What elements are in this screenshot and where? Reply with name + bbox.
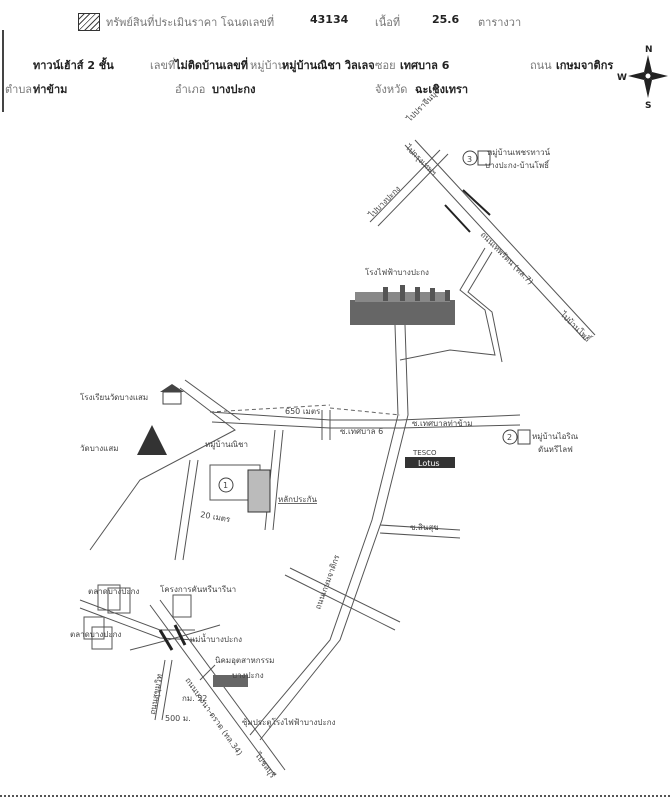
map-label: หมู่บ้านณิชา <box>205 440 248 450</box>
roads <box>79 139 596 776</box>
compass-w: W <box>617 73 627 83</box>
map-label: วัดบางแสม <box>80 444 118 453</box>
road-label: ถนน <box>530 59 552 72</box>
subdistrict-label: ตำบล <box>5 83 33 96</box>
hatched-legend-icon <box>78 13 100 31</box>
map-label: 1 <box>223 481 228 490</box>
province-value: ฉะเชิงเทรา <box>415 83 469 96</box>
map-label: 20 เมตร <box>200 510 232 524</box>
district-value: บางปะกง <box>212 83 256 96</box>
bottom-dotted-border <box>0 795 670 797</box>
map-label: บางปะกง-บ้านโพธิ์ <box>485 159 550 170</box>
map-label: 3 <box>467 155 472 164</box>
industrial-icon <box>213 675 248 687</box>
deed-number: 43134 <box>310 13 349 26</box>
temple-icon <box>137 425 167 455</box>
house-no-label: เลขที่ <box>150 59 176 72</box>
area-unit: ตารางวา <box>478 16 522 29</box>
village-label: หมู่บ้าน <box>250 59 286 72</box>
map-label: ซุ้มประตูโรงไฟฟ้าบางปะกง <box>242 717 336 728</box>
map-label: 500 ม. <box>165 714 191 723</box>
map-label: กม. 52 <box>182 694 207 703</box>
map-label: ถนนสุขุมวิท <box>148 673 164 715</box>
province-label: จังหวัด <box>375 83 408 96</box>
subdistrict-value: ท่าข้าม <box>33 83 68 96</box>
map-label: ไปบางปะกง <box>366 184 402 220</box>
map-label: โครงการคันหรีนารีนา <box>160 584 236 594</box>
map-label: นิคมอุตสาหกรรม <box>215 656 274 665</box>
map-label: ซ.เทศบาลท่าข้าม <box>412 419 473 428</box>
soi-value: เทศบาล 6 <box>400 59 450 72</box>
map-label: หมู่บ้านไอริณ <box>532 432 579 442</box>
subject-plot <box>209 464 271 513</box>
area-label: เนื้อที่ <box>375 16 401 29</box>
map-label: ตลาดบางปะกง <box>70 630 121 639</box>
map-label: แม่น้ำบางปะกง <box>190 633 242 644</box>
map-label: Lotus <box>418 459 440 468</box>
map-label: โรงเรียนวัดบางแสม <box>80 392 148 402</box>
left-border <box>2 30 4 112</box>
map-label: ตลาดบางปะกง <box>88 587 139 596</box>
compass-n: N <box>645 45 653 55</box>
map-label: ไปปราจีนบุรี <box>404 87 442 125</box>
map-label: ซ.สินสุข <box>410 523 439 532</box>
map-label: TESCO <box>412 449 437 457</box>
building-type: ทาวน์เฮ้าส์ 2 ชั้น <box>33 59 114 72</box>
map-label: ดันหรีไลฟ <box>538 445 573 454</box>
soi-label: ซอย <box>375 59 396 72</box>
legend-text: ทรัพย์สินที่ประเมินราคา โฉนดเลขที่ <box>106 16 275 29</box>
district-label: อำเภอ <box>175 83 206 96</box>
village-value: หมู่บ้านณิชา วิลเลจ <box>282 59 375 72</box>
map-label: หลักประกัน <box>278 495 318 504</box>
area-value: 25.6 <box>432 13 460 26</box>
map-label: ถนนบางนา-ตราด (ทล.34) <box>183 676 244 757</box>
map-label: ไปบ้านโพธิ์ <box>558 308 595 345</box>
map-label: ถนนเทพรัตน (ทล.7) <box>479 230 535 286</box>
compass-s: S <box>645 101 651 111</box>
map-label: หมู่บ้านเพชรทาวน์ <box>487 147 551 158</box>
map-label: 650 เมตร <box>285 407 321 416</box>
map-label: บางปะกง <box>232 671 264 680</box>
house-no-value: ไม่ติดบ้านเลขที่ <box>175 59 249 72</box>
map-label: 2 <box>507 433 512 442</box>
power-plant-icon <box>350 285 455 325</box>
map-label: โรงไฟฟ้าบางปะกง <box>365 267 429 277</box>
road-value: เกษมจาติกร <box>556 59 614 72</box>
compass-rose-icon: N W S <box>617 45 668 111</box>
school-icon <box>160 384 184 405</box>
map-label: ซ.เทศบาล 6 <box>340 427 383 436</box>
lotus-logo <box>405 457 455 468</box>
